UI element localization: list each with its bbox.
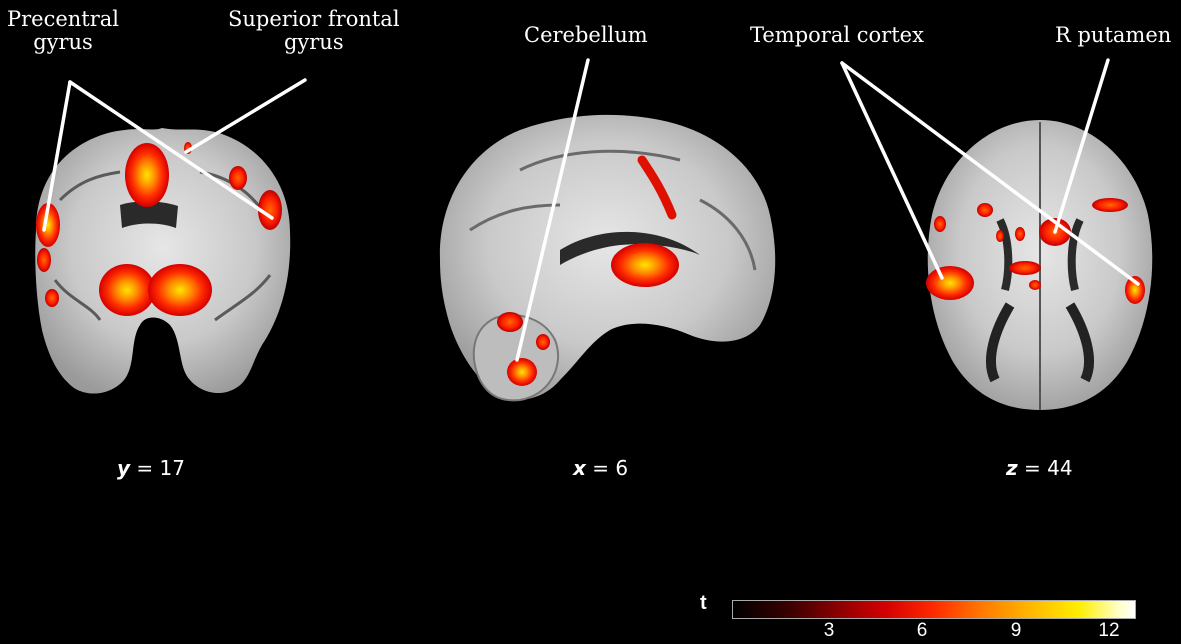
label-precentral-line2: gyrus (33, 30, 93, 54)
pointer-cerebellum (515, 58, 590, 362)
pointer-superior-frontal (184, 78, 307, 154)
label-temporal-cortex: Temporal cortex (750, 23, 924, 47)
pointer-temporal-right (840, 61, 1140, 286)
coord-axis-y: y (117, 456, 131, 480)
slice-coord-coronal: y = 17 (117, 456, 185, 480)
pointer-precentral-right (68, 80, 274, 220)
pointer-precentral-left (42, 80, 72, 232)
axial-slice (926, 120, 1153, 410)
pointer-temporal-left (840, 61, 944, 280)
colorbar-tick: 12 (1098, 620, 1120, 641)
colorbar-tick: 9 (1010, 620, 1022, 641)
coord-axis-x: x (573, 456, 586, 480)
pointer-lines (42, 58, 1140, 362)
colorbar-tick: 3 (823, 620, 835, 641)
pointer-putamen (1053, 58, 1110, 234)
sagittal-slice (439, 114, 776, 402)
label-superior-frontal-line1: Superior frontal (228, 7, 400, 31)
coord-value-x: = 6 (592, 456, 629, 480)
colorbar (732, 600, 1136, 619)
label-precentral-line1: Precentral (7, 7, 120, 31)
label-superior-frontal-line2: gyrus (283, 30, 344, 54)
coord-value-y: = 17 (136, 456, 185, 480)
colorbar-tick: 6 (916, 620, 928, 641)
label-r-putamen: R putamen (1055, 23, 1172, 47)
slice-coord-axial: z = 44 (1006, 456, 1073, 480)
coord-value-z: = 44 (1024, 456, 1073, 480)
coord-axis-z: z (1006, 456, 1018, 480)
slice-coord-sagittal: x = 6 (573, 456, 628, 480)
label-superior-frontal-gyrus: Superior frontal gyrus (228, 8, 400, 54)
label-precentral-gyrus: Precentral gyrus (7, 8, 119, 54)
colorbar-title: t (700, 592, 707, 614)
coronal-slice (35, 128, 291, 394)
label-cerebellum: Cerebellum (524, 23, 648, 47)
